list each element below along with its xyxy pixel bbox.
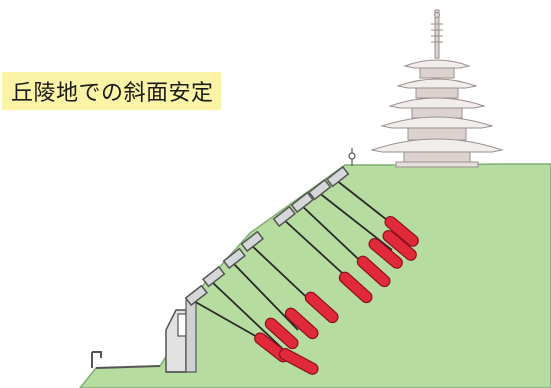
anchor-body <box>382 229 417 261</box>
anchor-bodies <box>254 215 419 375</box>
anchor-pad <box>290 191 315 214</box>
anchor-body <box>384 215 419 247</box>
anchor-pads <box>184 165 350 307</box>
anchor-body <box>356 255 391 288</box>
anchor-pad <box>272 205 297 228</box>
anchor-body <box>368 237 403 269</box>
anchor-pad <box>325 165 350 188</box>
anchor-pad <box>222 247 247 270</box>
anchor-body <box>338 271 373 304</box>
anchor-pad <box>201 265 226 288</box>
retaining-wall-icon <box>165 295 197 373</box>
pagoda-icon <box>370 9 504 168</box>
diagram-title: 丘陵地での斜面安定 <box>11 81 214 106</box>
guard-rail-icon <box>91 351 161 369</box>
anchor-pad <box>240 230 265 253</box>
anchor-body <box>278 348 319 375</box>
lamp-post-icon <box>348 148 356 166</box>
anchor-body <box>284 307 319 340</box>
anchor-body <box>264 317 299 350</box>
anchor-pad <box>184 284 209 307</box>
title-banner: 丘陵地での斜面安定 <box>2 72 221 110</box>
anchor-pad <box>307 178 332 201</box>
anchor-body <box>304 291 339 324</box>
